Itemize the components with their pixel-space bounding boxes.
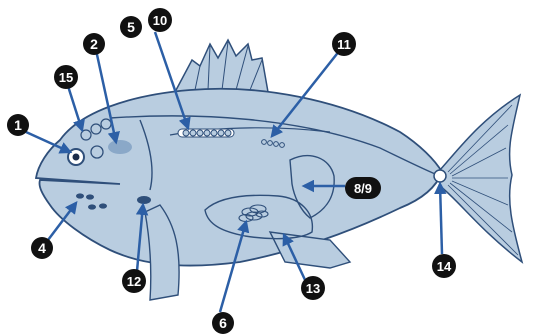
svg-text:15: 15 <box>59 70 73 85</box>
caudal-organ <box>434 170 446 182</box>
svg-text:5: 5 <box>127 19 135 35</box>
dorsal-fin <box>175 40 268 92</box>
label-13: 13 <box>301 276 325 300</box>
label-10: 10 <box>148 8 172 32</box>
svg-text:1: 1 <box>14 117 22 133</box>
tail-fin <box>440 95 522 262</box>
label-11: 11 <box>332 32 356 56</box>
svg-text:8/9: 8/9 <box>354 181 372 196</box>
svg-text:6: 6 <box>219 315 227 331</box>
svg-text:10: 10 <box>153 13 167 28</box>
label-2: 2 <box>83 33 105 55</box>
spinal-beads <box>178 129 234 137</box>
label-12: 12 <box>122 269 146 293</box>
label-1: 1 <box>7 114 29 136</box>
svg-text:12: 12 <box>127 274 141 289</box>
svg-text:13: 13 <box>306 281 320 296</box>
label-15: 15 <box>54 65 78 89</box>
eye-pupil <box>73 154 80 161</box>
label-4: 4 <box>31 237 53 259</box>
taste-bud <box>76 193 84 198</box>
svg-text:4: 4 <box>38 240 46 256</box>
taste-bud <box>86 194 94 199</box>
heart <box>137 196 151 204</box>
anal-fin <box>270 232 350 268</box>
label-8-9: 8/9 <box>345 177 381 199</box>
brain <box>108 140 132 154</box>
svg-text:14: 14 <box>437 259 452 274</box>
label-5: 5 <box>120 16 142 38</box>
taste-bud <box>99 203 107 208</box>
fish-body <box>36 89 442 266</box>
svg-text:11: 11 <box>337 37 351 52</box>
label-14: 14 <box>432 254 456 278</box>
taste-bud <box>88 204 96 209</box>
svg-text:2: 2 <box>90 36 98 52</box>
nostril <box>91 146 103 158</box>
label-6: 6 <box>212 312 234 334</box>
